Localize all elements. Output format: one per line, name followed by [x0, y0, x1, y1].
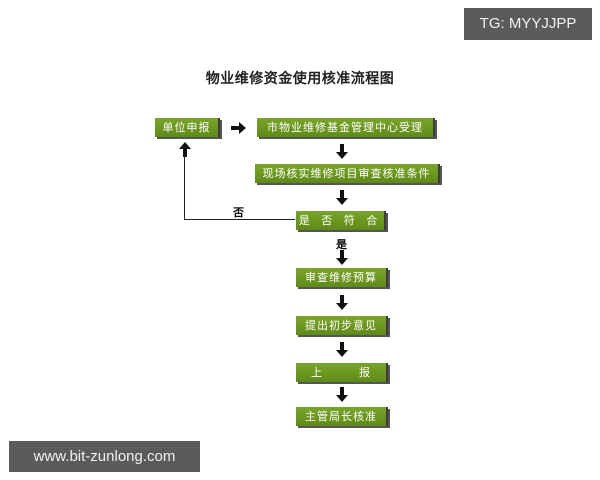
watermark-top-right: TG: MYYJJPP [464, 8, 592, 40]
no-path-horizontal-line [184, 219, 295, 220]
node-opinion: 提出初步意见 [296, 316, 388, 335]
arrow-right-icon [231, 122, 246, 134]
no-path-vertical-line [184, 155, 185, 220]
diagram-title: 物业维修资金使用核准流程图 [205, 71, 395, 87]
node-approve: 主管局长核准 [296, 407, 388, 426]
node-budget: 审查维修预算 [296, 268, 388, 287]
watermark-bottom-left: www.bit-zunlong.com [9, 441, 200, 472]
yes-label: 是 [336, 238, 347, 251]
arrow-down-icon [336, 190, 348, 205]
arrow-down-icon [336, 144, 348, 159]
arrow-down-icon [336, 387, 348, 402]
node-accept: 市物业维修基金管理中心受理 [257, 118, 435, 137]
arrow-down-icon [336, 295, 348, 310]
arrow-up-icon [179, 142, 191, 157]
no-label: 否 [233, 206, 244, 219]
node-apply: 单位申报 [155, 118, 220, 137]
arrow-down-icon [336, 250, 348, 265]
arrow-down-icon [336, 342, 348, 357]
node-report: 上 报 [296, 363, 388, 382]
node-verify: 现场核实维修项目审查核准条件 [255, 164, 440, 183]
node-decision: 是 否 符 合 [296, 211, 386, 230]
